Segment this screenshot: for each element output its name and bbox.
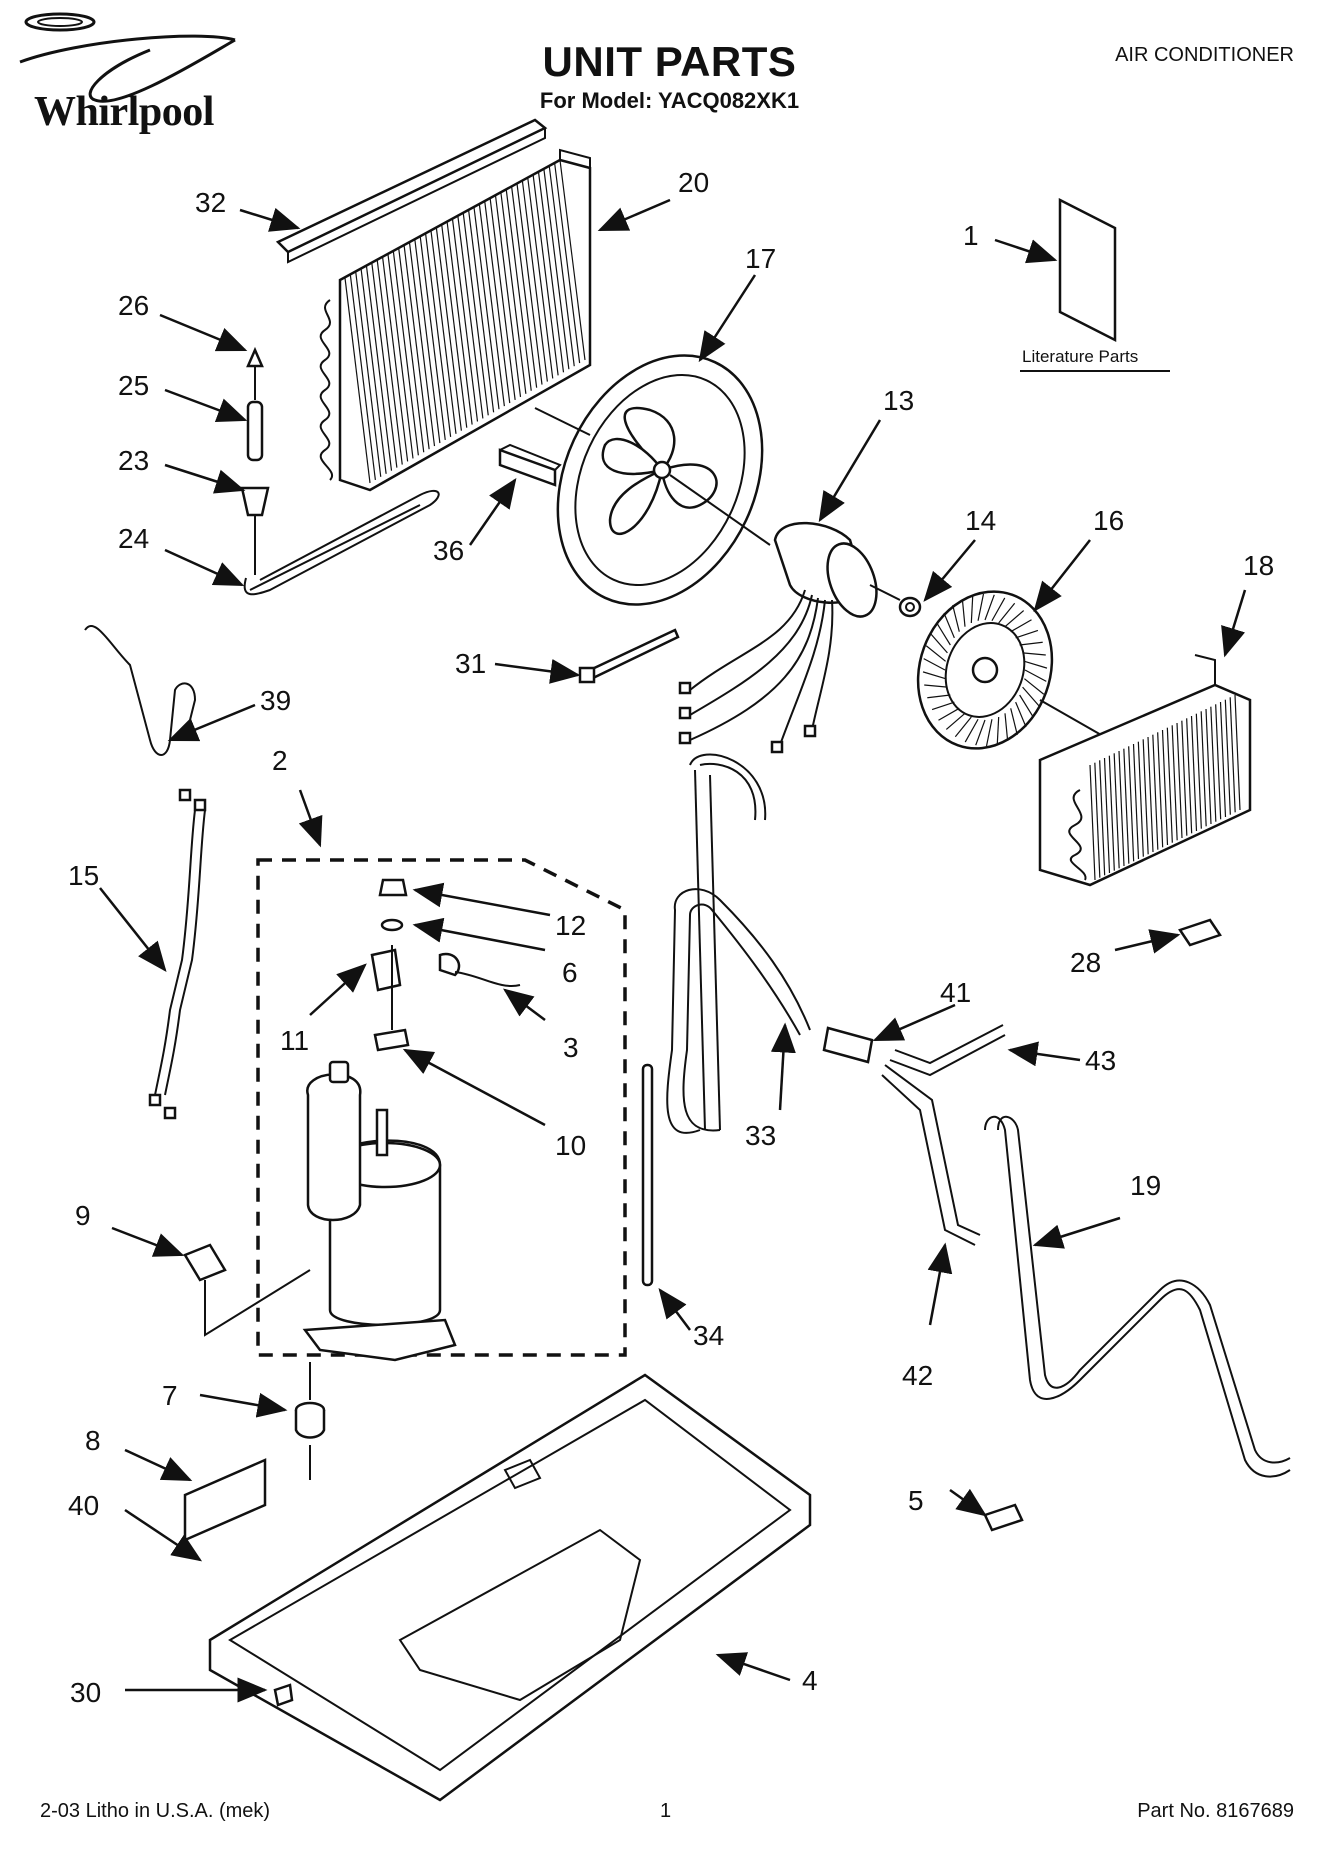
callout-16: 16 — [1093, 505, 1124, 536]
tube-42 — [881, 1064, 981, 1246]
callout-numbers: 1 2 3 4 5 6 7 8 9 10 11 12 13 14 15 16 1… — [68, 167, 1274, 1708]
callout-2: 2 — [272, 745, 288, 776]
callout-41: 41 — [940, 977, 971, 1008]
callout-12: 12 — [555, 910, 586, 941]
callout-36: 36 — [433, 535, 464, 566]
model-subtitle: For Model: YACQ082XK1 — [539, 88, 800, 113]
callout-33: 33 — [745, 1120, 776, 1151]
callout-23: 23 — [118, 445, 149, 476]
callout-17: 17 — [745, 243, 776, 274]
page-title: UNIT PARTS — [542, 38, 797, 85]
footer-part-number: Part No. 8167689 — [1137, 1800, 1294, 1822]
callout-6: 6 — [562, 957, 578, 988]
wire-harness-39 — [84, 625, 197, 756]
callout-18: 18 — [1243, 550, 1274, 581]
literature-parts-label: Literature Parts — [1022, 347, 1139, 366]
support-bracket — [983, 1503, 1024, 1532]
callout-3: 3 — [563, 1032, 579, 1063]
callout-24: 24 — [118, 523, 149, 554]
literature-underline — [1020, 370, 1170, 372]
tube-41 — [822, 1026, 874, 1064]
callout-34: 34 — [693, 1320, 724, 1351]
leader-arrows — [99, 198, 1247, 1703]
callout-20: 20 — [678, 167, 709, 198]
whirlpool-logo-icon — [19, 12, 236, 103]
category-label: AIR CONDITIONER — [1115, 44, 1294, 66]
fan-motor — [669, 474, 901, 754]
footer-page-number: 1 — [660, 1800, 672, 1822]
callout-13: 13 — [883, 385, 914, 416]
callout-19: 19 — [1130, 1170, 1161, 1201]
callout-11: 11 — [280, 1025, 309, 1056]
mounting-clip — [183, 1243, 311, 1337]
coil-bracket — [1178, 918, 1222, 947]
literature-booklet — [1058, 197, 1117, 343]
capillary-assembly — [240, 346, 440, 596]
drain-tube — [641, 1063, 654, 1287]
callout-42: 42 — [902, 1360, 933, 1391]
base-clip — [273, 1683, 294, 1707]
callout-30: 30 — [70, 1677, 101, 1708]
fan-shroud — [534, 354, 764, 606]
callout-14: 14 — [965, 505, 996, 536]
callout-5: 5 — [908, 1485, 924, 1516]
callout-7: 7 — [162, 1380, 178, 1411]
condenser-coil — [319, 148, 592, 492]
callout-15: 15 — [68, 860, 99, 891]
footer-print-info: 2-03 Litho in U.S.A. (mek) — [40, 1800, 271, 1822]
tube-43 — [889, 1024, 1006, 1077]
callout-26: 26 — [118, 290, 149, 321]
callout-40: 40 — [68, 1490, 99, 1521]
base-pan — [208, 1373, 812, 1802]
callout-43: 43 — [1085, 1045, 1116, 1076]
callout-25: 25 — [118, 370, 149, 401]
wire-harness-15 — [148, 788, 207, 1120]
callout-9: 9 — [75, 1200, 91, 1231]
callout-1: 1 — [963, 220, 979, 251]
cable-tie — [578, 628, 680, 684]
callout-31: 31 — [455, 648, 486, 679]
suction-tube — [666, 753, 811, 1134]
evaporator-coil — [1038, 654, 1252, 887]
callout-39: 39 — [260, 685, 291, 716]
callout-28: 28 — [1070, 947, 1101, 978]
sound-pad — [183, 1458, 267, 1542]
grommet — [294, 1362, 326, 1480]
callout-32: 32 — [195, 187, 226, 218]
blower-wheel — [916, 590, 1111, 750]
compressor-assembly-box — [256, 858, 627, 1362]
insulation-strip — [275, 118, 548, 264]
foam-block — [498, 443, 562, 487]
callout-8: 8 — [85, 1425, 101, 1456]
discharge-tube — [984, 1115, 1291, 1478]
callout-4: 4 — [802, 1665, 818, 1696]
brand-name: Whirlpool — [34, 89, 214, 135]
shaft-nut — [898, 596, 922, 618]
callout-10: 10 — [555, 1130, 586, 1161]
